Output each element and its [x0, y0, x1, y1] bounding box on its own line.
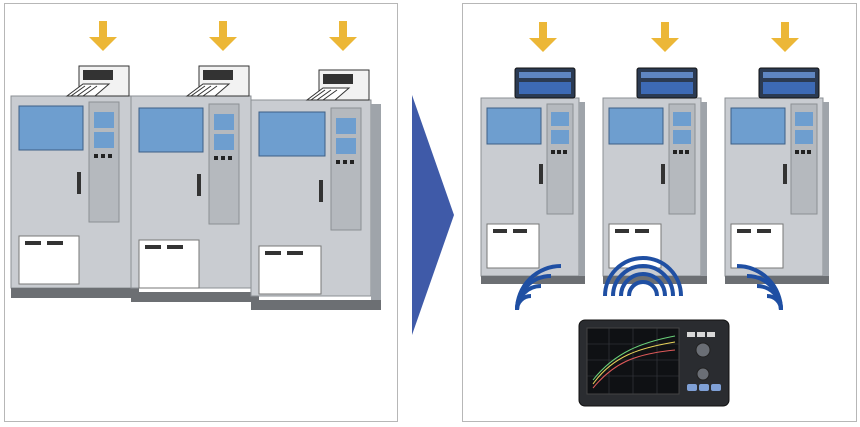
before-panel: [4, 3, 398, 422]
wireless-logger-icon: [514, 67, 576, 99]
environmental-chamber: [602, 97, 707, 284]
wireless-logger-icon: [758, 67, 820, 99]
wireless-wave-icon: [736, 264, 783, 311]
paper-chart-recorder-icon: [185, 65, 250, 97]
transition-arrow-icon: [412, 95, 456, 335]
down-arrow-icon: [329, 21, 357, 51]
down-arrow-icon: [89, 21, 117, 51]
environmental-chamber: [130, 95, 259, 302]
before-illustration: [10, 21, 381, 310]
after-illustration: [480, 22, 829, 407]
down-arrow-icon: [651, 22, 679, 52]
wireless-wave-icon: [515, 264, 562, 311]
paper-chart-recorder-icon: [305, 69, 370, 101]
paper-chart-recorder-icon: [65, 65, 130, 97]
environmental-chamber: [250, 99, 381, 310]
down-arrow-icon: [529, 22, 557, 52]
environmental-chamber: [480, 97, 585, 284]
data-logger-display-icon: [578, 319, 730, 407]
environmental-chamber: [10, 95, 139, 298]
wireless-wave-icon: [603, 256, 683, 297]
environmental-chamber: [724, 97, 829, 284]
wireless-logger-icon: [636, 67, 698, 99]
after-panel: [462, 3, 857, 422]
down-arrow-icon: [209, 21, 237, 51]
down-arrow-icon: [771, 22, 799, 52]
